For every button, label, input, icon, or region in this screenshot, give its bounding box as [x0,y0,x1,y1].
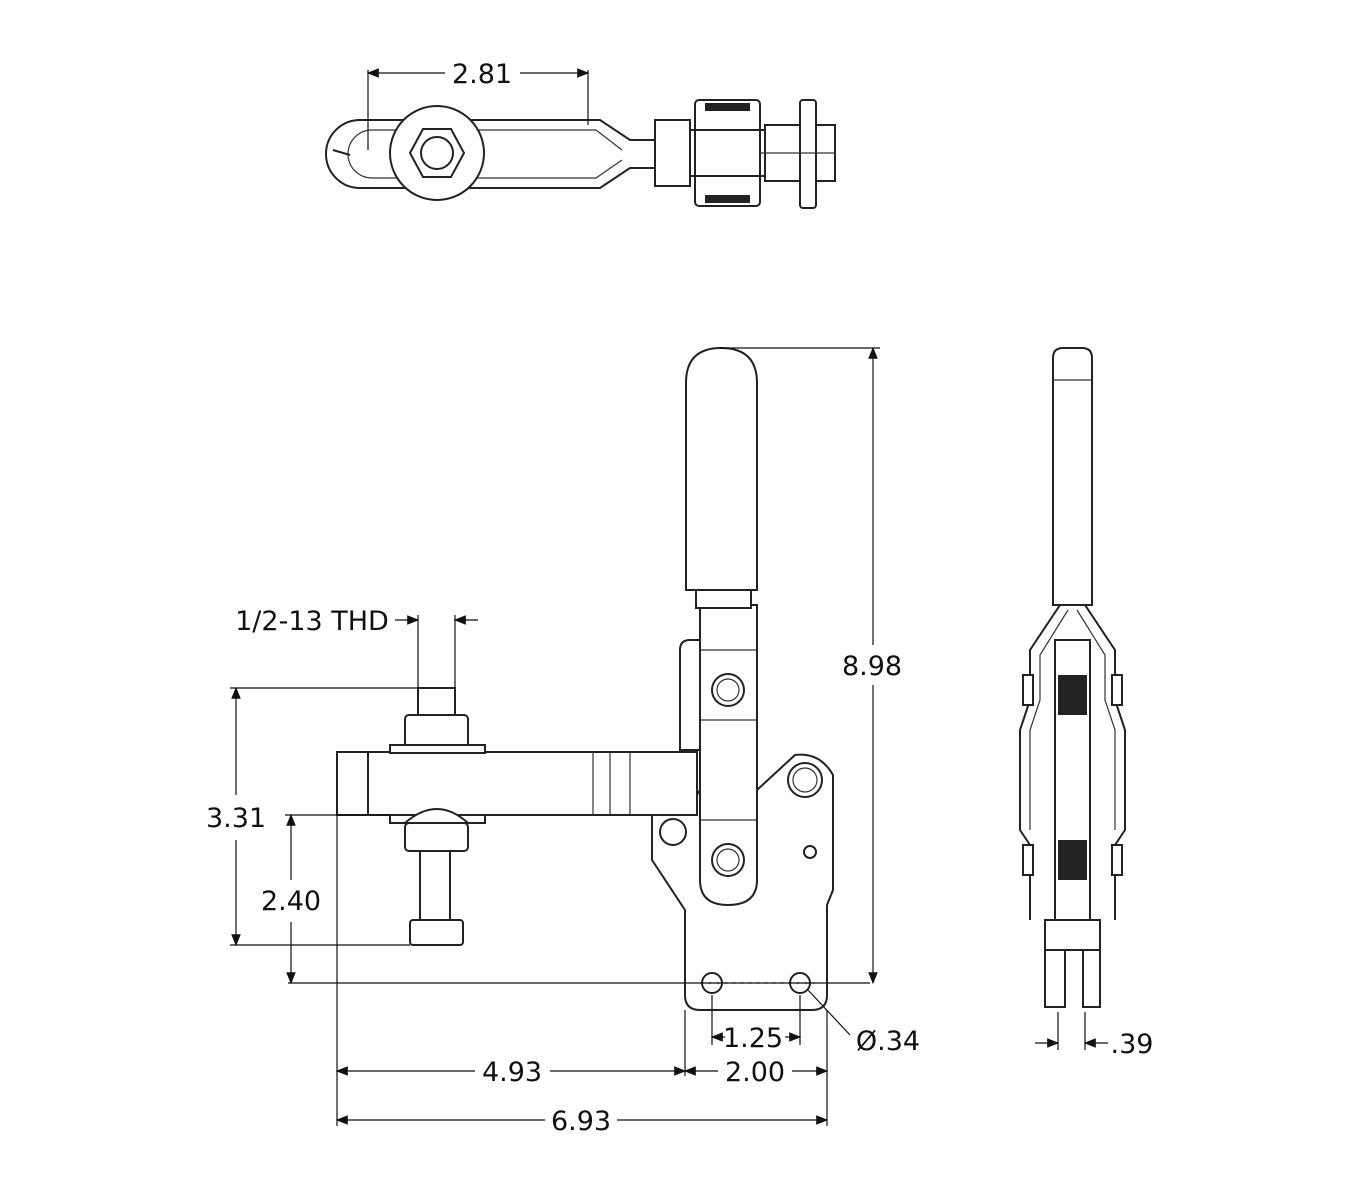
dim-label-spindle-min-height: 2.40 [261,886,321,917]
dim-label-base-length: 2.00 [725,1057,785,1088]
dim-overall-height: 8.98 [720,346,902,985]
dim-spindle-heights: 3.31 2.40 [206,686,870,985]
spindle [389,687,486,946]
dim-label-top-span: 2.81 [452,59,512,90]
dim-label-overall-length: 6.93 [551,1106,611,1137]
handle-link [699,604,758,907]
dim-label-thread: 1/2-13 THD [235,606,389,637]
dim-bottom: 1.25 Ø.34 4.93 2.00 6.93 [335,815,920,1137]
hex-nut [408,128,466,178]
clamp-arm [336,751,698,816]
nut-washer [389,105,485,201]
dim-top-span: 2.81 [366,59,590,150]
dim-label-overall-height: 8.98 [842,651,902,682]
end-view [1019,347,1126,1008]
top-view [325,99,836,209]
dim-base-width: .39 [1035,1012,1153,1060]
dim-label-hole-spacing: 1.25 [723,1023,783,1054]
handle-grip [685,346,758,591]
dim-label-base-width: .39 [1111,1029,1154,1060]
dim-thread: 1/2-13 THD [235,606,478,688]
dim-label-arm-reach: 4.93 [482,1057,542,1088]
side-view [336,346,834,1011]
dim-label-hole-diameter: Ø.34 [856,1026,920,1057]
dim-label-spindle-max-height: 3.31 [206,803,266,834]
